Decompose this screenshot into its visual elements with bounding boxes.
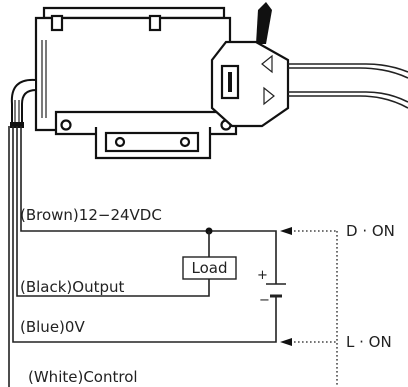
cable-bundle: [10, 78, 37, 128]
blue-wire: [12, 126, 277, 343]
sensor-amplifier: [34, 2, 408, 160]
dc-supply: [266, 283, 286, 298]
receiver-arrow-icon: [263, 86, 275, 106]
brown-wire: [20, 126, 277, 284]
top-bump: [148, 14, 162, 32]
l-on-arrow-icon: [280, 338, 292, 346]
load-label: Load: [192, 259, 228, 277]
fiber-cable-lower: [288, 95, 408, 109]
emitter-arrow-icon: [261, 54, 273, 74]
load-box: [182, 256, 237, 280]
white-wire-label: (White)Control: [28, 368, 138, 386]
fiber-cable-upper: [288, 63, 408, 73]
plus-sign: +: [257, 268, 268, 283]
fiber-cable-lower: [288, 91, 408, 103]
top-bump: [50, 14, 64, 32]
l-on-label: L · ON: [346, 333, 392, 351]
blue-wire-label: (Blue)0V: [20, 318, 85, 336]
d-on-label: D · ON: [346, 222, 395, 240]
d-on-arrow-icon: [280, 227, 292, 235]
fiber-connector: [210, 40, 290, 128]
mode-selector: [280, 227, 338, 387]
black-wire-label: (Black)Output: [20, 278, 125, 296]
brown-wire-label: (Brown)12−24VDC: [20, 206, 162, 224]
mount-hole: [60, 119, 72, 131]
minus-sign: −: [259, 293, 270, 308]
din-clip-plate: [104, 131, 200, 153]
black-wire: [16, 126, 210, 297]
cable-sleeve: [10, 122, 24, 128]
clip-hole: [179, 136, 191, 148]
clip-hole: [114, 136, 126, 148]
front-lever: [256, 2, 272, 44]
fiber-cable-upper: [288, 67, 408, 79]
